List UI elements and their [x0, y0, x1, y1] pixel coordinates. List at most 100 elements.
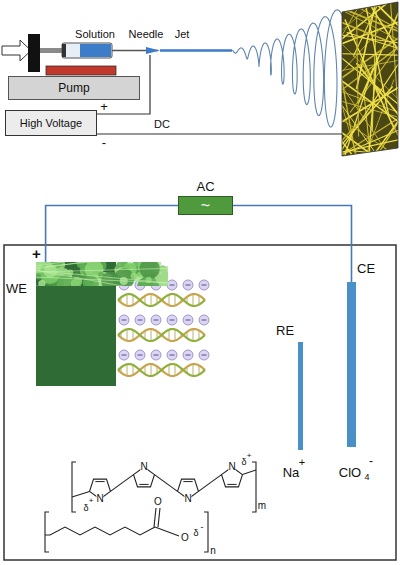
fiber-collector	[362, 0, 400, 94]
dna-strands	[118, 364, 205, 376]
dna-strands	[133, 295, 134, 305]
dna-strands	[127, 294, 128, 306]
fiber-collector	[307, 0, 397, 62]
partial-charge: δ	[193, 529, 198, 538]
sem-micrograph	[36, 268, 168, 272]
ion-charge: +	[299, 457, 305, 468]
dna-strands	[186, 355, 191, 356]
fiber-collector	[321, 117, 400, 188]
dna-strands	[186, 285, 191, 286]
dna-strands	[193, 364, 194, 376]
fiber-collector	[367, 57, 377, 177]
dna-strands	[133, 365, 134, 375]
dc-wire	[97, 134, 370, 152]
electrode-label: RE	[276, 324, 294, 337]
repeat-index: n	[210, 546, 216, 556]
ion-label: Na	[283, 466, 300, 479]
dna-strands	[151, 294, 152, 306]
pyrrole-rings	[139, 484, 148, 485]
dna-strands	[154, 320, 159, 321]
ion-charge: -	[369, 455, 373, 467]
dna-strands	[199, 280, 209, 290]
sem-micrograph	[36, 277, 168, 283]
syringe-pump	[2, 34, 232, 75]
polymer-chain	[45, 508, 208, 552]
syringe-pump	[62, 44, 66, 57]
dna-strands	[193, 329, 194, 341]
dna-strands	[135, 315, 145, 325]
dna-strands	[186, 320, 191, 321]
pyrrole-rings	[183, 481, 192, 482]
fiber-collector	[313, 87, 392, 177]
syringe-pump	[40, 48, 64, 53]
atom-label: O	[154, 497, 162, 507]
dna-strands	[175, 364, 176, 375]
dna-strands	[118, 280, 209, 376]
charge-sign: +	[247, 452, 252, 460]
dna-strands	[118, 364, 205, 376]
dna-strands	[154, 355, 159, 356]
dna-strands	[133, 330, 134, 340]
dna-strands	[170, 285, 175, 286]
atom-label: O	[181, 533, 189, 543]
dna-strands	[138, 320, 143, 321]
sem-micrograph	[36, 270, 168, 282]
fiber-collector	[330, 112, 400, 178]
sem-micrograph	[36, 262, 168, 286]
sem-micrograph	[139, 262, 159, 279]
dna-strands	[169, 330, 170, 341]
dna-strands	[175, 329, 176, 340]
charge-sign: +	[89, 497, 94, 505]
polymer-chain	[154, 508, 156, 527]
sem-micrograph	[36, 273, 42, 279]
syringe-pump	[2, 40, 31, 61]
component-label: Solution	[75, 29, 115, 40]
fiber-collector	[295, 103, 379, 189]
working-electrode: WE+	[36, 262, 116, 386]
fiber-collector	[347, 32, 400, 67]
dna-strands	[119, 350, 129, 360]
charge-sign: -	[201, 523, 204, 532]
pyrrole-rings	[95, 481, 104, 482]
fiber-collector	[332, 71, 366, 186]
polarity-sign: +	[100, 100, 108, 113]
atom-label: N	[140, 462, 147, 472]
dna-strands	[169, 295, 170, 306]
dna-strands	[151, 350, 161, 360]
dna-strands	[183, 315, 193, 325]
dna-strands	[167, 280, 177, 290]
atom-label: N	[96, 494, 103, 504]
sem-micrograph	[36, 286, 168, 287]
polymer-chain	[155, 527, 179, 536]
pyrrole-rings	[227, 484, 236, 485]
pyrrole-rings	[72, 491, 90, 497]
sem-micrograph	[36, 262, 168, 267]
ion-label: ClO	[339, 466, 361, 479]
dna-strands	[199, 350, 209, 360]
electrode-label: WE	[6, 282, 27, 295]
fiber-collector	[350, 96, 400, 197]
dna-strands	[127, 364, 128, 376]
current-type: DC	[154, 119, 170, 130]
pump-label: Pump	[9, 82, 139, 94]
polypyrrole-structure	[72, 462, 256, 512]
dna-strands	[118, 294, 205, 306]
component-label: Needle	[129, 29, 164, 40]
dna-strands	[122, 355, 127, 356]
dna-strands	[119, 315, 129, 325]
pyrrole-rings	[110, 475, 133, 492]
dna-strands	[169, 365, 170, 376]
collector-frame	[342, 2, 398, 156]
dna-strands	[167, 315, 177, 325]
syringe-pump	[80, 44, 111, 57]
pump-base: Pump	[8, 76, 140, 100]
dna-strands	[202, 320, 207, 321]
fiber-collector	[357, 0, 383, 89]
supply-label: High Voltage	[6, 118, 96, 129]
ac-symbol: ~	[179, 198, 232, 214]
sem-micrograph	[67, 269, 74, 276]
dna-strands	[138, 355, 143, 356]
dna-strands	[118, 329, 205, 341]
syringe-pump	[62, 43, 112, 58]
